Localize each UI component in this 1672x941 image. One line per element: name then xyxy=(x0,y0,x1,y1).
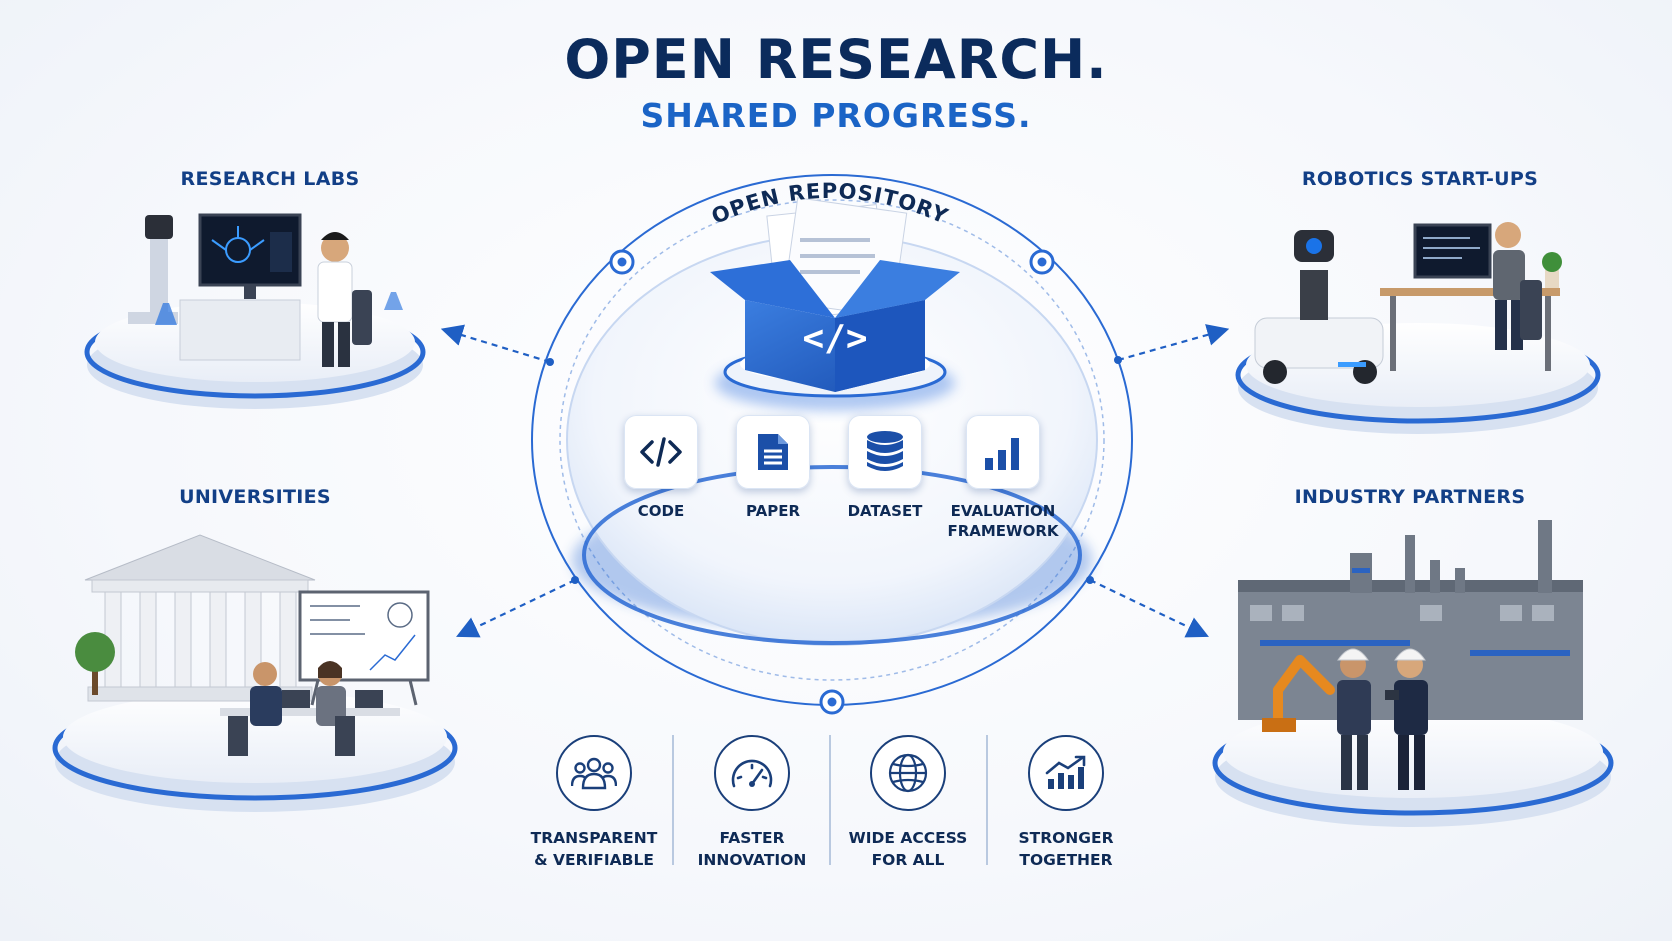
code-icon xyxy=(624,415,698,489)
artifact-code[interactable]: CODE xyxy=(606,415,716,521)
node-label-research-labs: RESEARCH LABS xyxy=(180,168,360,190)
artifact-label: PAPER xyxy=(745,502,801,520)
artifact-label-line1: EVALUATION xyxy=(950,502,1056,520)
people-icon xyxy=(556,735,632,811)
benefit-wide-access: WIDE ACCESS FOR ALL xyxy=(833,735,983,871)
benefit-stronger-together: STRONGER TOGETHER xyxy=(991,735,1141,871)
document-icon xyxy=(736,415,810,489)
repository-code-symbol: </> xyxy=(802,318,868,359)
artifact-label: CODE xyxy=(637,502,685,520)
benefit-transparent: TRANSPARENT & VERIFIABLE xyxy=(519,735,669,871)
lab-scene-illustration xyxy=(128,213,403,367)
benefit-label-line2: & VERIFIABLE xyxy=(534,851,654,869)
artifact-evaluation-framework[interactable]: EVALUATION FRAMEWORK xyxy=(943,415,1063,541)
benefit-label-line2: FOR ALL xyxy=(871,851,945,869)
hub-outer-ring xyxy=(531,174,1133,715)
industry-scene-illustration xyxy=(1238,520,1583,790)
artifact-label-line2: FRAMEWORK xyxy=(947,522,1059,540)
hub-label: OPEN REPOSITORY xyxy=(708,179,951,229)
page-title: OPEN RESEARCH. xyxy=(564,28,1108,91)
benefit-label-line1: STRONGER xyxy=(1018,829,1114,847)
node-label-universities: UNIVERSITIES xyxy=(179,486,331,508)
benefit-label-line1: WIDE ACCESS xyxy=(848,829,968,847)
artifact-paper[interactable]: PAPER xyxy=(718,415,828,521)
benefit-label-line2: INNOVATION xyxy=(697,851,807,869)
artifact-label: DATASET xyxy=(847,502,923,520)
artifact-label: EVALUATION FRAMEWORK xyxy=(943,501,1063,541)
benefit-dividers xyxy=(672,735,988,865)
connector-arrows xyxy=(440,324,1230,638)
node-label-robotics-startups: ROBOTICS START-UPS xyxy=(1301,168,1539,190)
globe-icon xyxy=(870,735,946,811)
benefit-faster-innovation: FASTER INNOVATION xyxy=(677,735,827,871)
benefit-label-line1: FASTER xyxy=(719,829,785,847)
repository-box-icon xyxy=(710,197,960,392)
university-scene-illustration xyxy=(75,534,430,756)
svg-text:OPEN REPOSITORY: OPEN REPOSITORY xyxy=(708,179,952,229)
benefit-label-line2: TOGETHER xyxy=(1019,851,1113,869)
artifact-dataset[interactable]: DATASET xyxy=(830,415,940,521)
database-icon xyxy=(848,415,922,489)
growth-chart-icon xyxy=(1028,735,1104,811)
page-subtitle: SHARED PROGRESS. xyxy=(640,96,1032,135)
hub-label-arc: OPEN REPOSITORY xyxy=(708,179,952,229)
node-label-industry-partners: INDUSTRY PARTNERS xyxy=(1294,486,1526,508)
benefit-label-line1: TRANSPARENT xyxy=(530,829,658,847)
platform-industry-partners xyxy=(1212,706,1614,827)
robotics-scene-illustration xyxy=(1254,222,1562,384)
hub-disc xyxy=(566,234,1098,646)
speedometer-icon xyxy=(714,735,790,811)
bar-chart-icon xyxy=(966,415,1040,489)
